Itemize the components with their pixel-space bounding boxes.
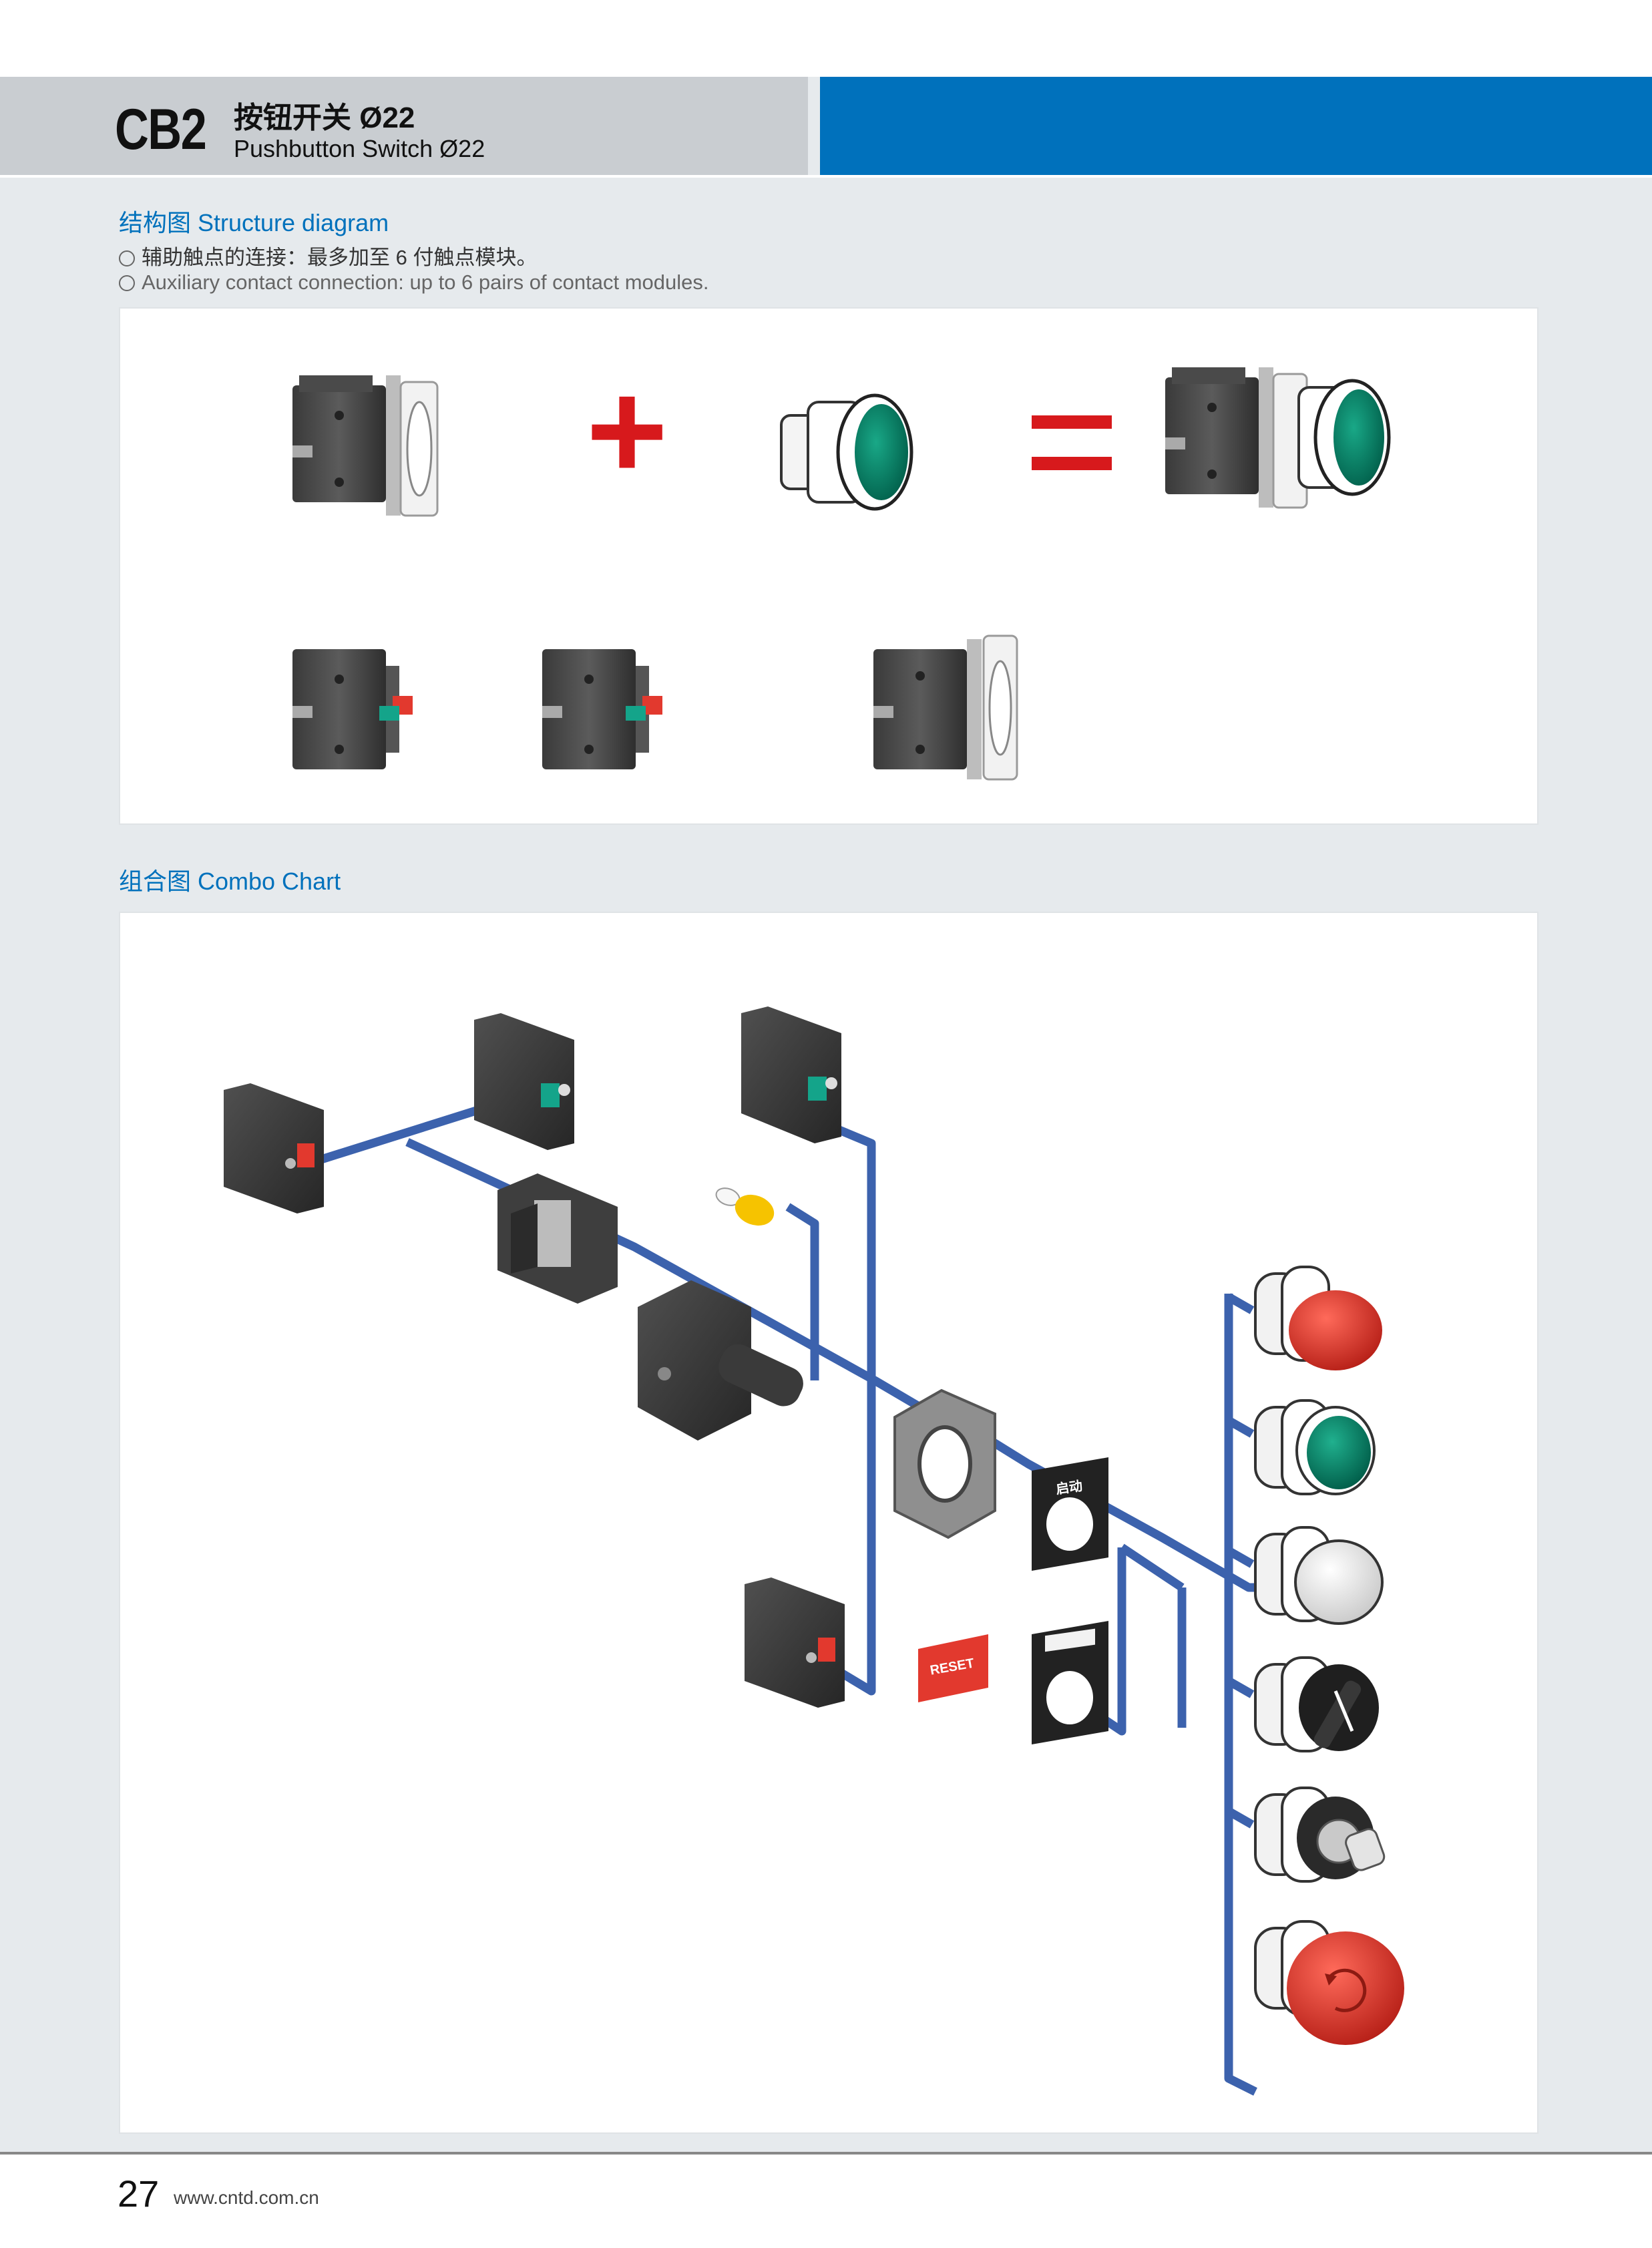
green-button-head-icon bbox=[780, 393, 913, 511]
mounting-adapter-icon bbox=[893, 1388, 996, 1539]
bullet-en-text: Auxiliary contact connection: up to 6 pa… bbox=[142, 270, 709, 294]
combo-diagram: 启动 RESET bbox=[224, 1006, 1404, 2096]
combo-chart-panel: 启动 RESET bbox=[119, 912, 1538, 2134]
bullet-circle-icon bbox=[119, 275, 135, 291]
red-flush-button-icon bbox=[1254, 1266, 1382, 1370]
structure-section-title: 结构图 Structure diagram bbox=[119, 209, 389, 236]
header-divider bbox=[0, 175, 1652, 178]
legend-plate-text: 启动 bbox=[1055, 1477, 1084, 1497]
contact-module-red-icon bbox=[224, 1083, 324, 1213]
footer-divider bbox=[0, 2152, 1652, 2155]
contact-module-green-icon bbox=[741, 1006, 841, 1143]
assembled-pushbutton-icon bbox=[1165, 367, 1391, 509]
contact-block-holder-icon bbox=[873, 634, 1018, 781]
bullet-cn-text: 辅助触点的连接：最多加至 6 付触点模块。 bbox=[142, 246, 538, 269]
bullet-circle-icon bbox=[119, 250, 135, 266]
product-code: CB2 bbox=[115, 98, 207, 162]
page-number: 27 bbox=[118, 2173, 160, 2215]
legend-plate-start: 启动 bbox=[1032, 1457, 1108, 1571]
bullet-en: Auxiliary contact connection: up to 6 pa… bbox=[119, 270, 709, 295]
contact-module-red-icon bbox=[542, 649, 662, 769]
structure-diagram: + bbox=[292, 352, 1391, 781]
contact-module-green-icon bbox=[474, 1013, 574, 1150]
connector-lines bbox=[318, 1099, 1342, 2096]
page-title-en: Pushbutton Switch Ø22 bbox=[234, 135, 485, 162]
website-link[interactable]: www.cntd.com.cn bbox=[174, 2187, 319, 2208]
contact-module-red-icon bbox=[292, 649, 413, 769]
structure-diagram-panel: + bbox=[119, 307, 1538, 825]
header-accent-band bbox=[820, 77, 1652, 177]
selector-switch-icon bbox=[1254, 1656, 1379, 1752]
emergency-stop-button-icon bbox=[1254, 1920, 1404, 2045]
combo-section-title: 组合图 Combo Chart bbox=[119, 868, 341, 895]
contact-holder-frame-icon bbox=[497, 1173, 618, 1304]
legend-plate-blank bbox=[1032, 1621, 1108, 1744]
reset-label-plate: RESET bbox=[918, 1634, 988, 1702]
plus-operator: + bbox=[586, 352, 668, 509]
header-band bbox=[0, 77, 808, 177]
key-selector-switch-icon bbox=[1254, 1787, 1386, 1883]
bullet-cn: 辅助触点的连接：最多加至 6 付触点模块。 bbox=[119, 240, 537, 270]
contact-block-with-holder-icon bbox=[292, 375, 439, 517]
contact-module-red-icon bbox=[745, 1577, 845, 1708]
equals-operator bbox=[1032, 415, 1112, 470]
light-block-housing-icon bbox=[638, 1280, 803, 1441]
page-title-cn: 按钮开关 Ø22 bbox=[234, 102, 415, 134]
white-button-icon bbox=[1254, 1526, 1384, 1625]
green-flush-button-icon bbox=[1254, 1399, 1376, 1495]
indicator-lamp-bulb-icon bbox=[715, 1187, 775, 1226]
